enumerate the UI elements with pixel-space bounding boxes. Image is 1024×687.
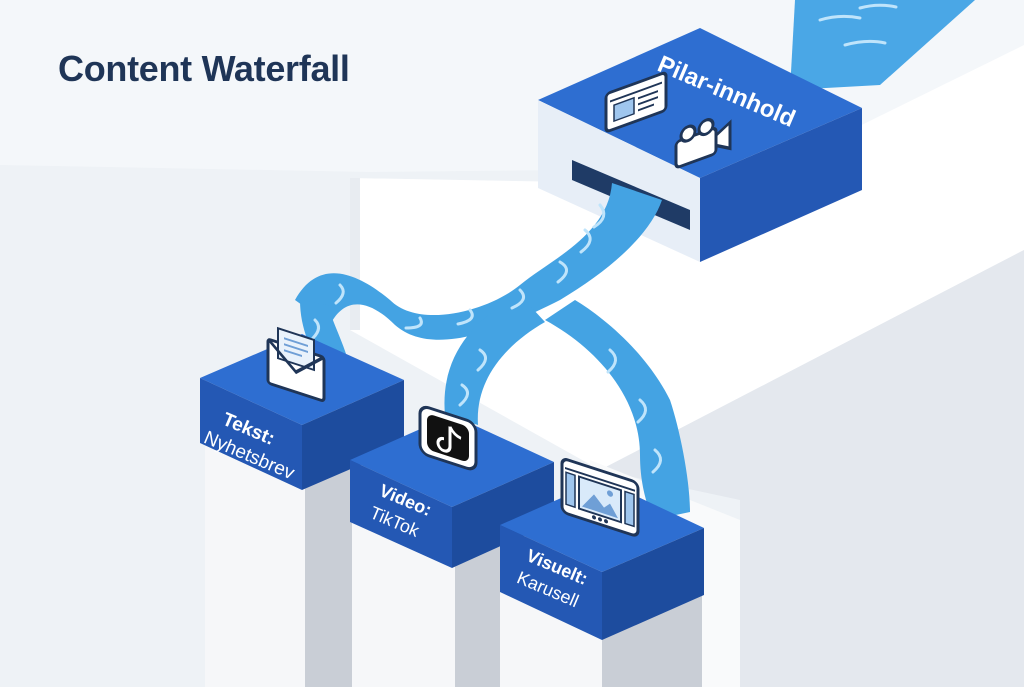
tiktok-icon [418, 405, 478, 471]
channel-block-tiktok: Video: TikTok [350, 405, 554, 568]
source-block: Pilar-innhold [538, 28, 862, 262]
channel-block-carousel: Visuelt: Karusell [500, 458, 704, 640]
image-carousel-icon [560, 458, 640, 537]
video-camera-icon [674, 118, 732, 169]
envelope-icon [266, 326, 326, 402]
article-icon [604, 71, 668, 133]
water-channel [790, 0, 975, 90]
page-title: Content Waterfall [58, 48, 350, 89]
